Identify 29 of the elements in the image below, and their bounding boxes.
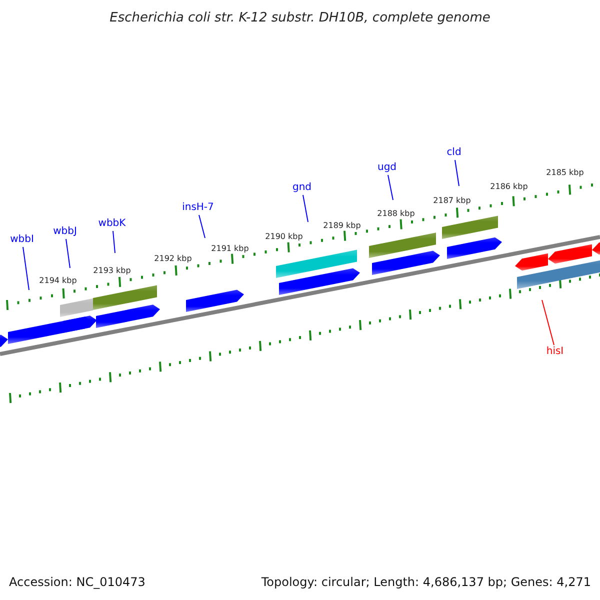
scale-label: 2194 kbp <box>39 277 77 285</box>
scale-label: 2192 kbp <box>154 255 192 263</box>
scale-label: 2189 kbp <box>323 222 361 230</box>
gene-label: gnd <box>292 183 312 193</box>
scale-label: 2185 kbp <box>546 169 584 177</box>
diagram-title: Escherichia coli str. K-12 substr. DH10B, complete genome <box>110 12 490 24</box>
gene-label: hisI <box>546 347 564 357</box>
leader-line <box>542 300 554 346</box>
scale-label: 2188 kbp <box>377 210 415 218</box>
gene-label: wbbJ <box>53 227 77 237</box>
leader-line <box>454 160 460 186</box>
leader-line <box>112 230 116 254</box>
leader-line <box>388 174 394 200</box>
gene-label: cld <box>446 148 462 158</box>
gene-label: wbbK <box>98 219 126 229</box>
leader-line <box>66 238 70 268</box>
scale-label: 2187 kbp <box>433 197 471 205</box>
gene-label: wbbI <box>10 235 34 245</box>
scale-label: 2193 kbp <box>93 267 131 275</box>
scale-label: 2186 kbp <box>490 183 528 191</box>
leader-line <box>302 194 308 222</box>
footer-text: Accession: NC_010473 <box>9 576 146 588</box>
scale-label: 2190 kbp <box>265 233 303 241</box>
gene-label: insH-7 <box>182 203 214 213</box>
gene-label: ugd <box>377 163 397 173</box>
footer-text: Topology: circular; Length: 4,686,137 bp; Genes: 4,271 <box>261 576 591 588</box>
scale-label: 2191 kbp <box>211 245 249 253</box>
leader-line <box>198 214 206 238</box>
leader-line <box>22 246 30 290</box>
